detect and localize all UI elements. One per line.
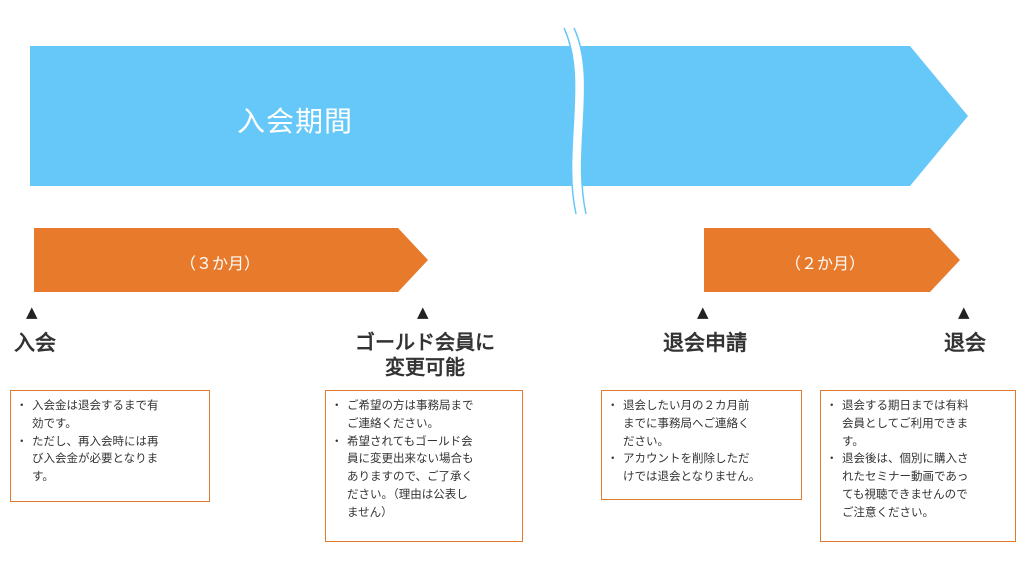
milestone-label-withdraw: 退会 xyxy=(944,331,986,355)
milestone-marker-join: ▲ xyxy=(26,303,38,321)
note-item: 希望されてもゴールド会 員に変更出来ない場合も ありますので、ご了承く ださい。… xyxy=(331,433,514,522)
note-item: 入会金は退会するまで有 効です。 xyxy=(16,397,201,433)
note-item: ご希望の方は事務局まで ご連絡ください。 xyxy=(331,397,514,433)
milestone-marker-gold: ▲ xyxy=(417,303,429,321)
note-item: 退会後は、個別に購入さ れたセミナー動画であっ ても視聴できませんので ご注意く… xyxy=(826,450,1007,521)
note-item: アカウントを削除しただ けでは退会となりません。 xyxy=(607,450,793,486)
milestone-label-join: 入会 xyxy=(14,331,56,355)
phase-arrow-2-months xyxy=(704,228,960,292)
membership-period-arrow xyxy=(30,46,968,186)
phase-label-2-months: （２か月） xyxy=(784,254,865,273)
break-gap xyxy=(564,28,586,214)
break-line-right xyxy=(573,27,587,215)
break-line-left xyxy=(563,27,577,215)
membership-period-label: 入会期間 xyxy=(236,105,353,138)
note-box-join: 入会金は退会するまで有 効です。 ただし、再入会時には再 び入会金が必要となりま… xyxy=(10,390,210,502)
phase-label-3-months: （３か月） xyxy=(179,254,260,273)
note-box-gold: ご希望の方は事務局まで ご連絡ください。 希望されてもゴールド会 員に変更出来な… xyxy=(325,390,523,542)
milestone-label-gold: ゴールド会員に 変更可能 xyxy=(355,330,495,379)
milestone-marker-withdraw-request: ▲ xyxy=(697,303,709,321)
phase-arrow-3-months xyxy=(34,228,428,292)
note-box-withdraw-request: 退会したい月の２カ月前 までに事務局へご連絡く ださい。 アカウントを削除しただ… xyxy=(601,390,802,500)
note-box-withdraw: 退会する期日までは有料 会員としてご利用できま す。 退会後は、個別に購入さ れ… xyxy=(820,390,1016,542)
milestone-marker-withdraw: ▲ xyxy=(958,303,970,321)
note-item: 退会する期日までは有料 会員としてご利用できま す。 xyxy=(826,397,1007,450)
milestone-label-withdraw-request: 退会申請 xyxy=(663,331,747,355)
note-item: 退会したい月の２カ月前 までに事務局へご連絡く ださい。 xyxy=(607,397,793,450)
note-item: ただし、再入会時には再 び入会金が必要となりま す。 xyxy=(16,433,201,486)
